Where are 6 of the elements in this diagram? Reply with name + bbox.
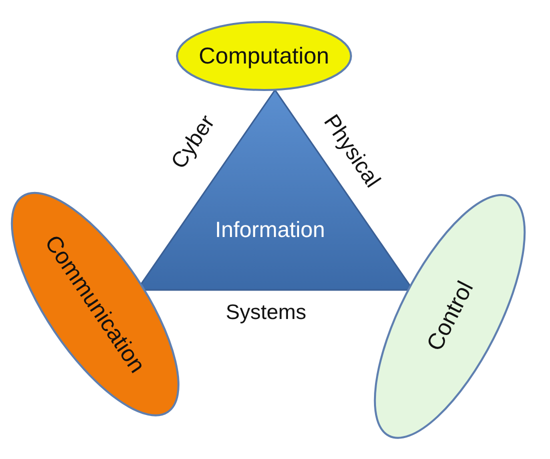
node-label: Systems — [226, 301, 306, 325]
ellipse-node — [372, 192, 528, 440]
node-label: Computation — [198, 42, 330, 70]
ellipse-node — [174, 19, 354, 93]
ellipse-node — [8, 190, 182, 418]
node-label: Information — [214, 217, 326, 243]
